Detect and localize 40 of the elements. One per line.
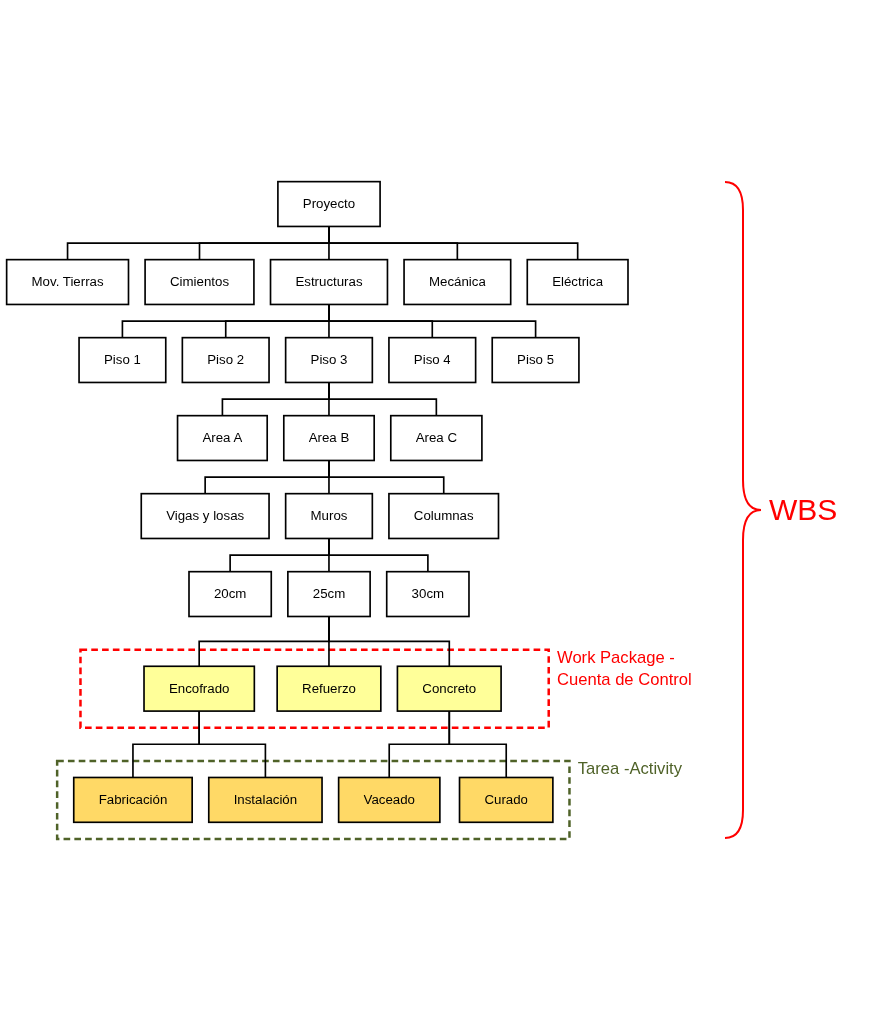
node-box: Proyecto bbox=[277, 180, 381, 227]
node-box: 25cm bbox=[287, 570, 371, 618]
node-box: Refuerzo bbox=[276, 665, 382, 712]
node-box: Piso 3 bbox=[284, 336, 374, 384]
node-box: Concreto bbox=[396, 665, 502, 712]
node-box: Piso 5 bbox=[491, 336, 580, 384]
node-box: 30cm bbox=[385, 570, 470, 618]
node-box: Area C bbox=[389, 414, 483, 462]
node-box: Mecánica bbox=[403, 258, 512, 305]
node-box: Area B bbox=[282, 414, 375, 462]
node-box: Columnas bbox=[388, 492, 500, 540]
node-box: Area A bbox=[176, 414, 269, 462]
connector bbox=[448, 710, 508, 779]
cluster bbox=[55, 759, 571, 840]
node-label: Work Package -Cuenta de Control bbox=[557, 647, 692, 688]
node-label: Tarea -Activity bbox=[577, 758, 682, 778]
connector bbox=[328, 381, 438, 417]
node-box: Piso 1 bbox=[78, 336, 167, 384]
node-box: Curado bbox=[458, 776, 554, 823]
node-box: Instalación bbox=[207, 776, 323, 823]
connector bbox=[328, 537, 429, 573]
node-box: Vaceado bbox=[337, 776, 441, 823]
node-box: Mov. Tierras bbox=[5, 258, 130, 305]
node-box: Piso 2 bbox=[181, 336, 270, 384]
node-box: Vigas y losas bbox=[140, 492, 270, 540]
node-box: Eléctrica bbox=[526, 258, 629, 305]
node-box: Estructuras bbox=[269, 258, 389, 305]
connector bbox=[198, 710, 267, 779]
connector bbox=[328, 615, 451, 667]
node-box: Muros bbox=[284, 492, 374, 540]
connector bbox=[328, 459, 445, 495]
node-box: Encofrado bbox=[143, 665, 256, 712]
node-box: Fabricación bbox=[72, 776, 193, 823]
node-box: 20cm bbox=[188, 570, 273, 618]
connector bbox=[328, 225, 579, 261]
cluster bbox=[79, 648, 550, 729]
node-box: Cimientos bbox=[144, 258, 255, 305]
node-box: Piso 4 bbox=[388, 336, 477, 384]
bracket-label: WBS bbox=[769, 493, 838, 527]
connector bbox=[328, 303, 537, 339]
